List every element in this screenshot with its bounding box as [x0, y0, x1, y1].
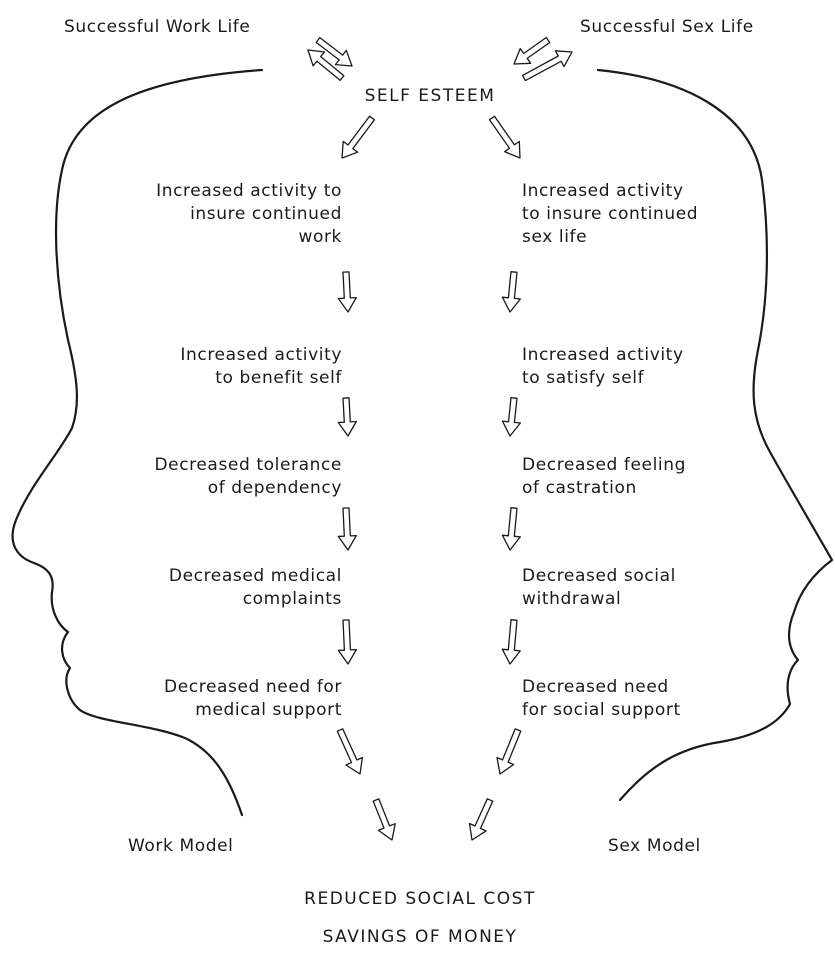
work-step-4: Decreased medical complaints	[169, 565, 342, 611]
work-model-label: Work Model	[128, 835, 234, 858]
arrow-sex-4	[502, 620, 520, 664]
sex-step-4: Decreased social withdrawal	[522, 565, 676, 611]
sex-step-5: Decreased need for social support	[522, 676, 681, 722]
arrow-work-4	[338, 620, 356, 664]
savings-of-money-label: SAVINGS OF MONEY	[220, 926, 620, 949]
arrow-sex-3	[502, 508, 520, 550]
work-step-1: Increased activity to insure continued w…	[156, 180, 342, 249]
arrow-esteem-down-right	[490, 116, 521, 158]
work-step-3: Decreased tolerance of dependency	[154, 454, 342, 500]
arrow-sex-1	[502, 272, 520, 312]
arrow-work-1	[338, 272, 356, 312]
sex-model-label: Sex Model	[608, 835, 701, 858]
arrow-work-5	[337, 729, 362, 774]
self-esteem-label: SELF ESTEEM	[330, 85, 530, 108]
arrow-work-2	[338, 398, 356, 436]
work-step-5: Decreased need for medical support	[164, 676, 342, 722]
sex-step-1: Increased activity to insure continued s…	[522, 180, 698, 249]
arrow-work-6	[373, 799, 395, 840]
arrow-work-3	[338, 508, 356, 550]
successful-sex-life-label: Successful Sex Life	[580, 16, 754, 39]
arrow-sex-6	[470, 799, 493, 840]
work-step-2: Increased activity to benefit self	[180, 344, 342, 390]
arrow-esteem-down-left	[342, 116, 374, 158]
reduced-social-cost-label: REDUCED SOCIAL COST	[220, 888, 620, 911]
sex-step-3: Decreased feeling of castration	[522, 454, 686, 500]
successful-work-life-label: Successful Work Life	[64, 16, 250, 39]
arrow-sex-to-esteem	[514, 38, 550, 65]
arrow-sex-5	[497, 729, 521, 774]
sex-step-2: Increased activity to satisfy self	[522, 344, 684, 390]
arrow-sex-2	[503, 398, 521, 436]
